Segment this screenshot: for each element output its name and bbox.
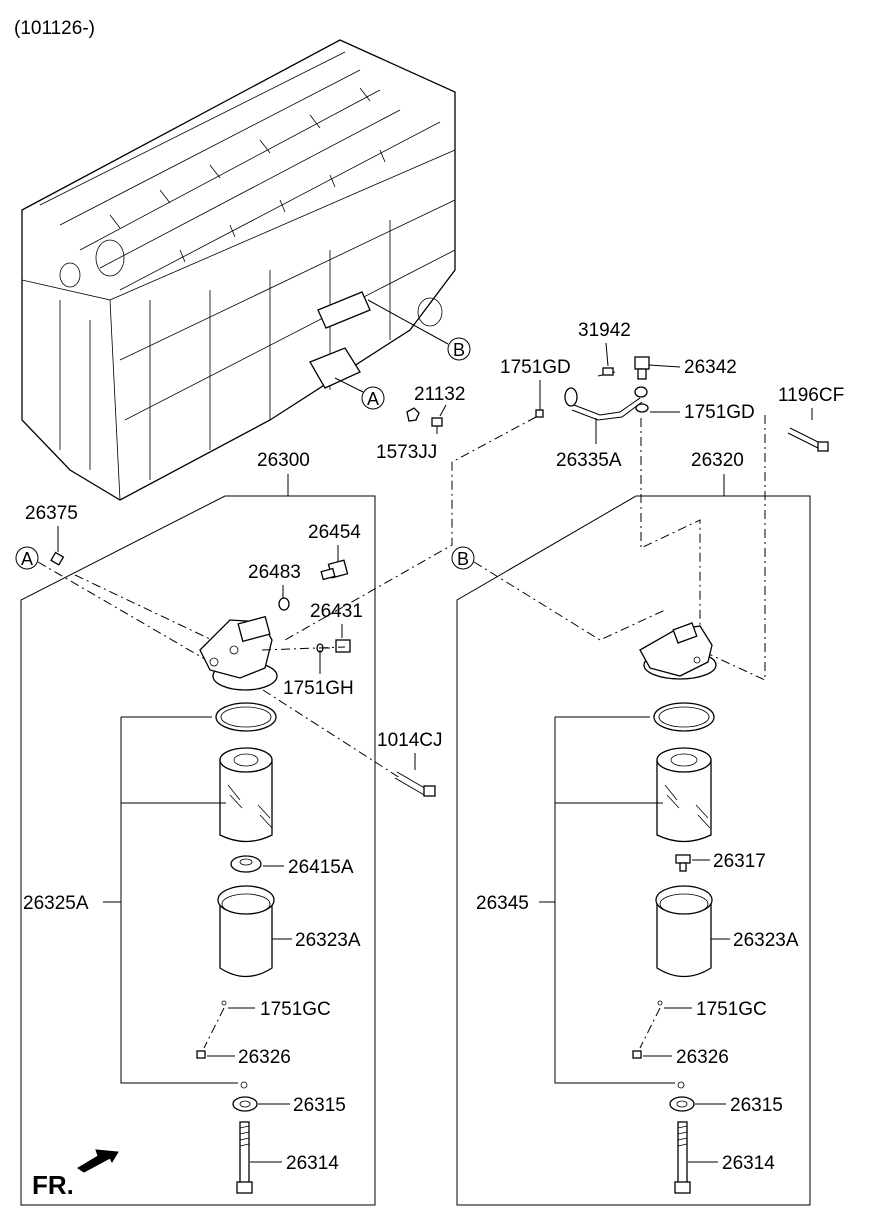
label-1014CJ: 1014CJ	[377, 730, 443, 751]
part-26342-banjo-bolt	[634, 356, 681, 380]
label-26315-left: 26315	[293, 1095, 346, 1116]
filter-head-right	[639, 622, 717, 680]
engine-block	[21, 39, 456, 501]
label-26454: 26454	[308, 522, 361, 543]
label-26483: 26483	[248, 562, 301, 583]
label-21132: 21132	[414, 384, 465, 405]
part-26375-plug	[50, 551, 65, 566]
box-26320	[456, 495, 811, 1206]
label-26317: 26317	[713, 851, 766, 872]
callout-b-block: B	[367, 299, 471, 361]
label-26300: 26300	[257, 450, 310, 471]
svg-text:A: A	[21, 549, 33, 569]
part-1014CJ-bolt	[394, 771, 436, 797]
label-1196CF: 1196CF	[778, 385, 844, 406]
box-26300	[20, 495, 376, 1206]
label-26345: 26345	[476, 893, 529, 914]
front-label: FR.	[32, 1170, 74, 1200]
part-26431-plug	[316, 639, 351, 653]
label-26320: 26320	[691, 450, 744, 471]
label-26326-left: 26326	[238, 1047, 291, 1068]
part-26454-sensor	[320, 559, 349, 581]
svg-text:A: A	[367, 389, 379, 409]
part-1196CF-bolt	[787, 427, 829, 452]
label-26375: 26375	[25, 503, 78, 524]
label-1751GD-a: 1751GD	[500, 357, 571, 378]
label-1751GH: 1751GH	[283, 678, 354, 699]
part-21132-bolt	[431, 404, 447, 434]
bracket-26325A	[120, 716, 238, 1084]
part-31942-bolt	[597, 342, 616, 377]
front-arrow-icon	[77, 1149, 119, 1173]
label-26415A: 26415A	[288, 857, 354, 878]
part-1751GD-washer-a	[535, 409, 544, 418]
label-26314-right: 26314	[722, 1153, 775, 1174]
callout-b-right: B	[451, 546, 475, 570]
bracket-26345	[554, 716, 675, 1084]
label-26323A-left: 26323A	[295, 930, 361, 951]
label-26326-right: 26326	[676, 1047, 729, 1068]
callout-a-block: A	[334, 377, 385, 410]
label-1751GC-right: 1751GC	[696, 999, 767, 1020]
callout-a-left: A	[15, 546, 39, 570]
label-26325A: 26325A	[23, 893, 89, 914]
label-26323A-right: 26323A	[733, 930, 799, 951]
label-1751GC-left: 1751GC	[260, 999, 331, 1020]
svg-text:B: B	[457, 549, 469, 569]
part-1751GD-washer-b	[635, 403, 649, 413]
svg-text:B: B	[453, 340, 465, 360]
front-direction-indicator: FR.	[32, 1149, 119, 1200]
part-26335A-pipe	[564, 387, 643, 444]
label-26315-right: 26315	[730, 1095, 783, 1116]
part-26483-oring	[278, 597, 290, 611]
label-31942: 31942	[578, 320, 631, 341]
label-1573JJ: 1573JJ	[376, 442, 437, 463]
part-1573JJ-nut	[406, 407, 420, 422]
header-code: (101126-)	[14, 18, 95, 39]
filter-stack-left	[196, 702, 277, 1194]
filter-stack-right	[632, 702, 715, 1194]
filter-head-left	[199, 615, 278, 691]
label-26335A: 26335A	[556, 450, 622, 471]
label-26431: 26431	[310, 601, 363, 622]
label-26314-left: 26314	[286, 1153, 339, 1174]
label-26342: 26342	[684, 357, 737, 378]
label-1751GD-b: 1751GD	[684, 402, 755, 423]
